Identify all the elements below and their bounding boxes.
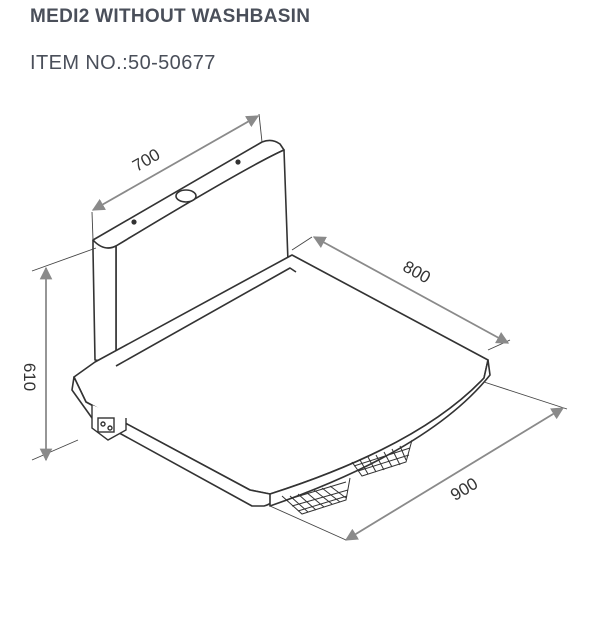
item-number: ITEM NO.:50-50677 xyxy=(30,52,216,74)
extension-lines xyxy=(31,113,568,541)
dim-arrow-700 xyxy=(91,115,260,211)
dim-arrow-900 xyxy=(344,407,565,541)
dim-arrow-800 xyxy=(312,236,510,344)
dim-label-900: 900 xyxy=(447,474,481,505)
dim-label-700: 700 xyxy=(129,145,163,176)
product-title: MEDI2 WITHOUT WASHBASIN xyxy=(30,6,311,27)
dim-label-610: 610 xyxy=(20,363,39,391)
wall-bracket xyxy=(91,405,127,441)
dim-label-800: 800 xyxy=(400,257,434,287)
